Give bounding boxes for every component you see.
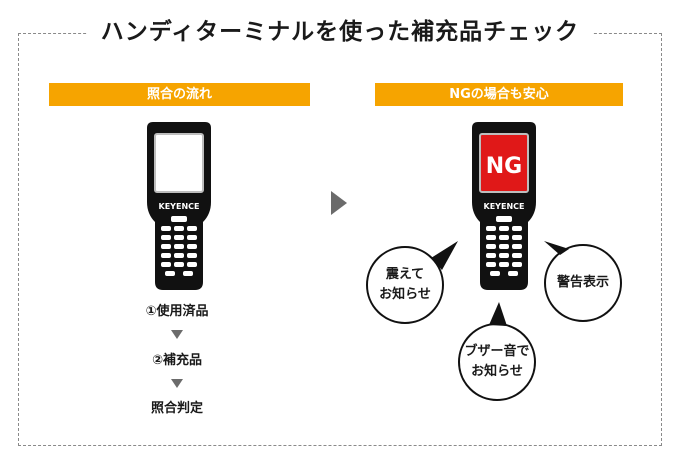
bubble-warning-text: 警告表示 (556, 275, 609, 290)
step-used-item: ①使用済品 (145, 304, 209, 319)
step-verify: 照合判定 (150, 401, 203, 416)
bubble-vibrate-text: 震えて お知らせ (367, 265, 443, 305)
left-section-header: 照合の流れ (49, 83, 310, 106)
right-section-header: NGの場合も安心 (375, 83, 623, 106)
ng-screen-text: NG (486, 154, 522, 179)
right-arrow-icon (331, 191, 347, 215)
bubble-buzzer-text: ブザー音で お知らせ (459, 342, 535, 382)
bubble-warning (544, 244, 622, 322)
brand-logo-left: KEYENCE (159, 202, 200, 211)
handheld-terminal-left: KEYENCE (147, 122, 211, 290)
bubble-vibrate-line2: お知らせ (379, 287, 431, 302)
down-arrow-icon (171, 379, 183, 388)
down-arrow-icon (171, 330, 183, 339)
bubble-vibrate-line1: 震えて (385, 267, 425, 282)
bubble-buzzer-line2: お知らせ (471, 364, 523, 379)
handheld-terminal-right: NG KEYENCE (472, 122, 536, 290)
bubble-buzzer-line1: ブザー音で (464, 344, 530, 359)
page-title: ハンディターミナルを使った補充品チェック (0, 12, 680, 46)
bubble-vibrate (366, 246, 444, 324)
brand-logo-right: KEYENCE (484, 202, 525, 211)
ng-screen (479, 133, 529, 193)
step-refill-item: ②補充品 (151, 353, 202, 368)
